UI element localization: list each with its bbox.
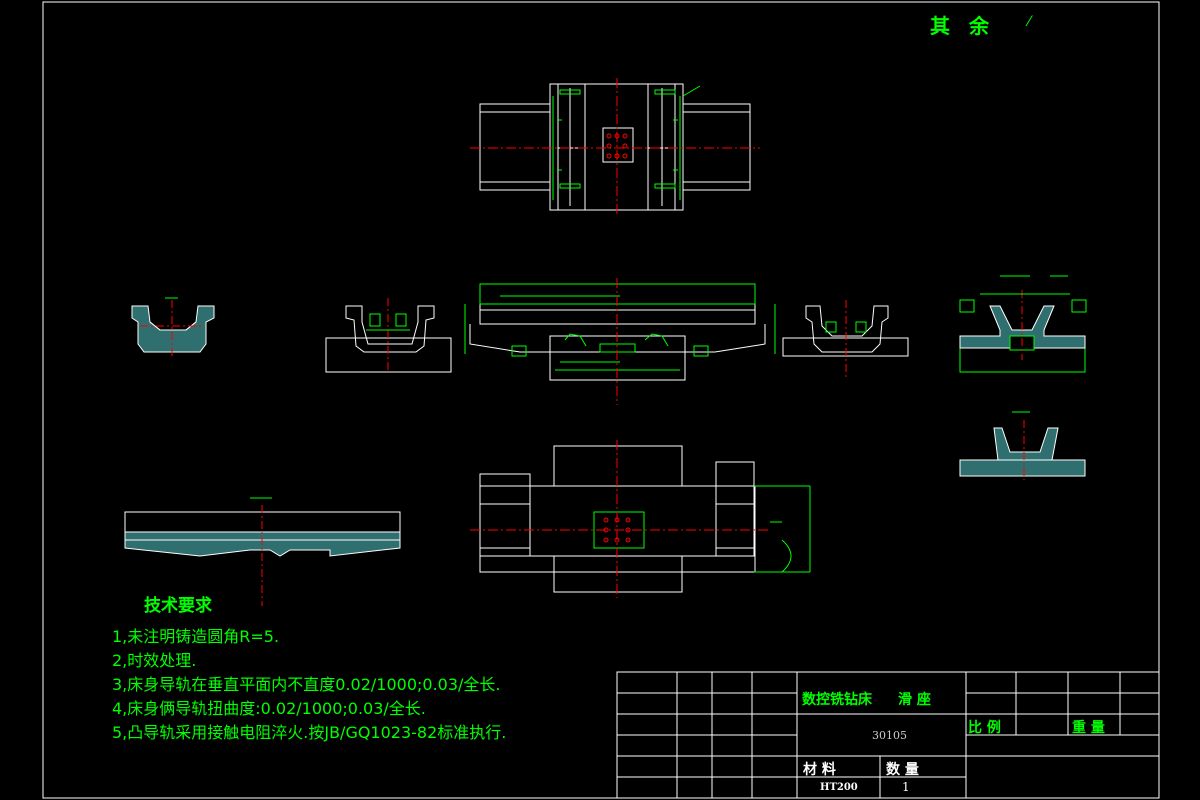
side-view-left-details: [366, 313, 410, 331]
side-view-left: [325, 298, 452, 373]
drawing-number: 30105: [872, 729, 907, 742]
scale-label: 比 例: [968, 720, 1001, 736]
section-b: [959, 275, 1087, 373]
quantity-value: 1: [902, 780, 910, 794]
section-c: [959, 411, 1086, 480]
section-a: [131, 297, 215, 358]
top-view: [479, 83, 751, 211]
side-view-right: [782, 300, 909, 380]
requirement-item: 5,凸导轨采用接触电阻淬火.按JB/GQ1023-82标准执行.: [112, 723, 507, 742]
material-label: 材 料: [803, 762, 836, 778]
surface-finish-symbol: ⁄: [1028, 14, 1031, 30]
requirements-title: 技术要求: [144, 596, 212, 616]
top-view-details: [552, 85, 701, 200]
material-value: HT200: [820, 782, 858, 793]
top-view-centerlines: [470, 78, 760, 214]
drawing-border: [42, 1, 1160, 799]
part-name: 滑 座: [898, 692, 931, 708]
surface-finish-note: 其 余: [930, 14, 995, 38]
requirement-item: 4,床身俩导轨扭曲度:0.02/1000;0.03/全长.: [112, 699, 426, 718]
requirement-item: 2,时效处理.: [112, 651, 197, 670]
bottom-view-dimensions: [593, 485, 811, 573]
requirement-item: 1,未注明铸造圆角R=5.: [112, 627, 280, 646]
machine-name: 数控铣钻床: [802, 692, 872, 708]
quantity-label: 数 量: [886, 762, 919, 778]
long-section: [124, 497, 401, 606]
bottom-view-centerlines: [470, 440, 770, 598]
requirement-item: 3,床身导轨在垂直平面内不直度0.02/1000;0.03/全长.: [112, 675, 501, 694]
weight-label: 重 量: [1072, 720, 1105, 736]
front-view-dimensions: [464, 283, 776, 371]
side-view-right-details: [825, 321, 867, 333]
title-block: [616, 671, 1160, 799]
